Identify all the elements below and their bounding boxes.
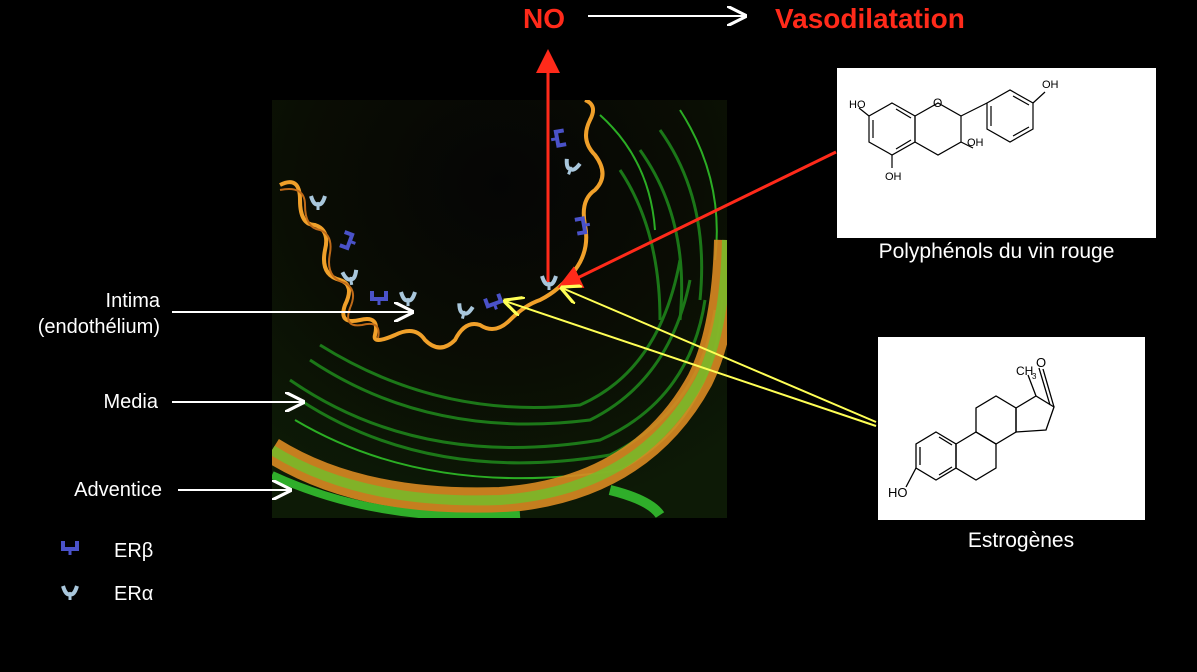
er-beta-receptor — [550, 128, 567, 148]
media-label: Media — [103, 391, 158, 413]
er-alpha-receptor — [309, 195, 327, 210]
er-beta-receptor — [574, 216, 591, 236]
estrogen-caption: Estrogènes — [967, 529, 1075, 552]
estrogen-arrow-beta — [505, 301, 877, 427]
estrogen-structure-drawing: HO CH 3 O — [888, 355, 1055, 500]
er-beta-receptor — [483, 293, 504, 310]
intima-label-line1: Intima — [105, 290, 160, 312]
intima-label-line2: (endothélium) — [37, 316, 160, 338]
er-beta-receptor — [339, 230, 356, 251]
estrogen-arrow-alpha — [562, 288, 877, 423]
adventice-label: Adventice — [74, 479, 162, 501]
estrogen-atom-ch3-sub: 3 — [1032, 372, 1037, 381]
er-beta-legend-icon — [61, 541, 79, 555]
intima-label: Intima (endothélium) — [0, 288, 160, 340]
polyphenol-arrow — [557, 150, 837, 288]
no-label: NO — [523, 3, 565, 34]
vasodilatation-label: Vasodilatation — [775, 3, 965, 34]
estrogen-atom-o: O — [1036, 355, 1046, 370]
er-beta-legend-label: ERβ — [114, 540, 154, 562]
artery-micrograph — [272, 100, 727, 518]
er-alpha-receptor — [457, 303, 475, 320]
polyphenol-atom-ring-o: O — [933, 96, 942, 110]
polyphenol-atom-oh-bottom: OH — [885, 171, 902, 183]
er-alpha-legend-label: ERα — [114, 583, 154, 605]
estrogen-atom-ch: CH — [1016, 364, 1033, 378]
er-alpha-receptor — [399, 291, 417, 306]
er-alpha-receptor — [540, 275, 558, 290]
polyphenol-atom-oh-mid: OH — [967, 137, 984, 149]
er-alpha-receptor — [340, 269, 359, 286]
estrogen-structure: HO CH 3 O — [878, 337, 1145, 520]
er-alpha-legend-icon — [61, 585, 79, 600]
polyphenol-structure-drawing: HO O OH OH OH — [849, 79, 1059, 183]
er-beta-receptor — [370, 291, 388, 305]
polyphenol-atom-oh-top: OH — [1042, 79, 1059, 91]
polyphenol-caption: Polyphénols du vin rouge — [878, 240, 1115, 263]
er-alpha-receptor — [564, 158, 582, 175]
estrogen-atom-ho: HO — [888, 485, 908, 500]
polyphenol-atom-ho-left: HO — [849, 99, 866, 111]
polyphenol-structure: HO O OH OH OH — [837, 68, 1156, 238]
